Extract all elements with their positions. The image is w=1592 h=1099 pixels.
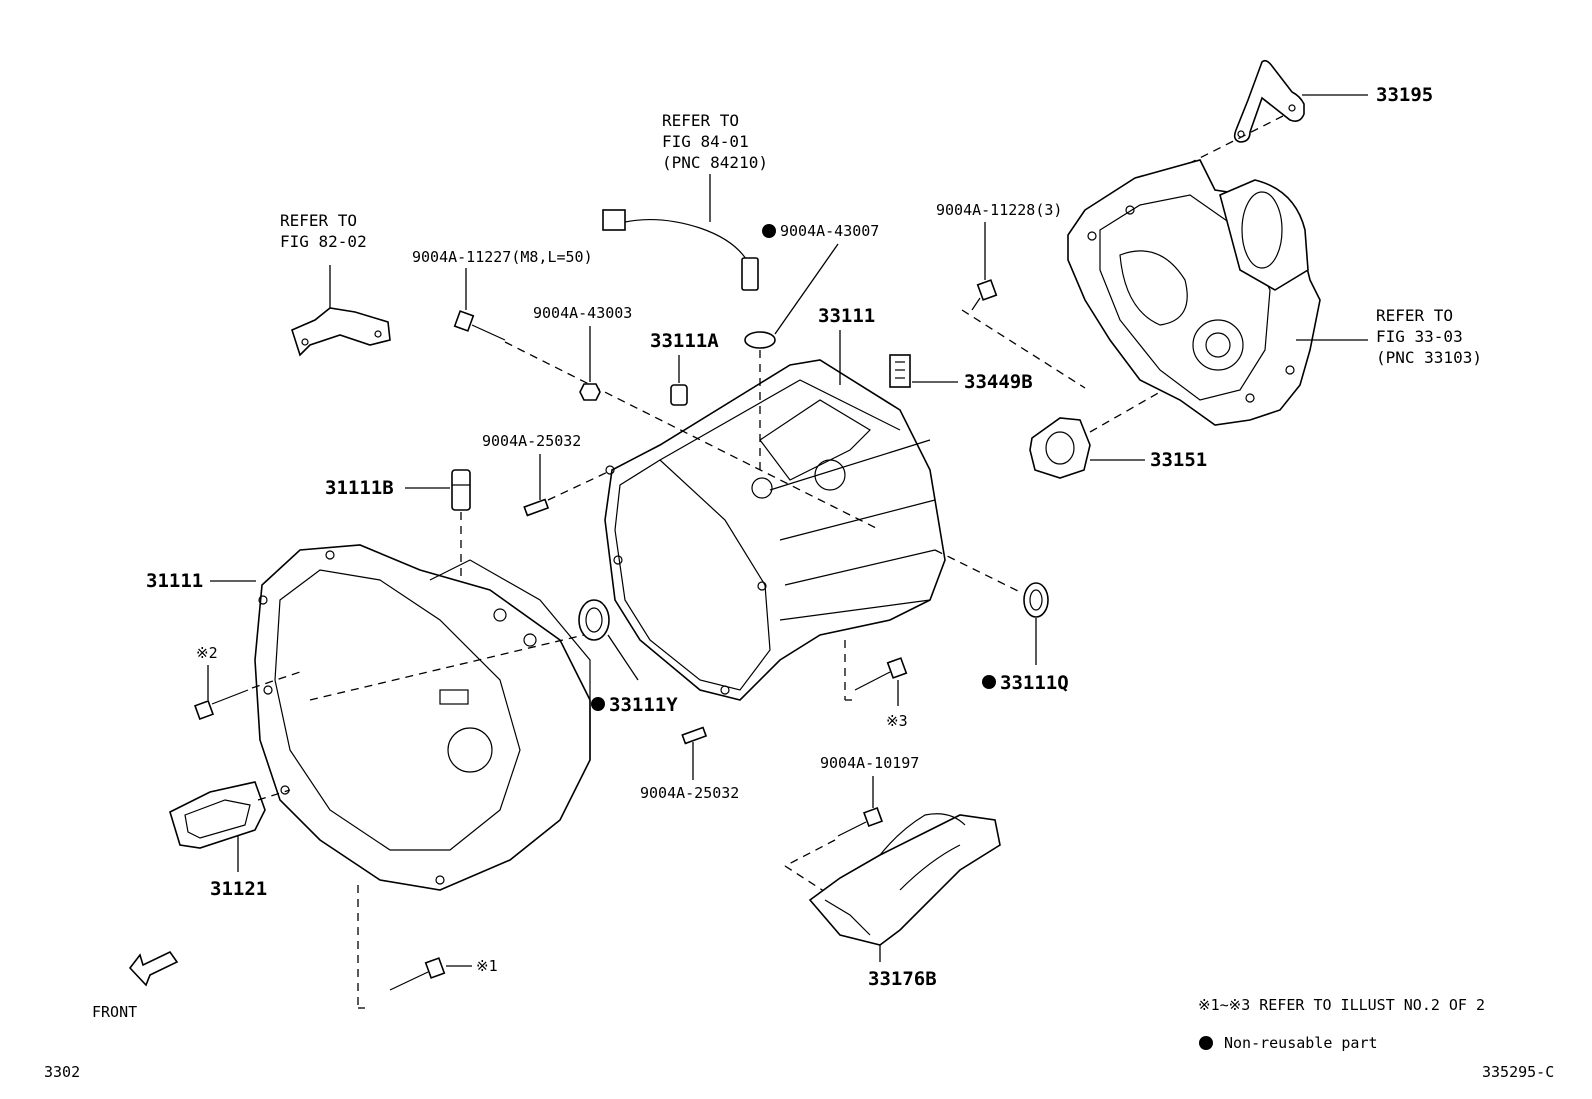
part-31111B-plug [451, 469, 471, 511]
part-33111-transmission-case [604, 359, 946, 701]
label-33151: 33151 [1150, 449, 1207, 471]
part-33449B [889, 354, 911, 388]
footer-right-code: 335295-C [1482, 1063, 1554, 1081]
extension-housing [1067, 159, 1321, 426]
label-31121: 31121 [210, 878, 267, 900]
bolt-note-1 [389, 957, 446, 991]
part-33176B-cover [808, 813, 1001, 946]
non-reusable-dot-33111Y [591, 697, 605, 711]
ref-84210-line2: FIG 84-01 [662, 132, 749, 151]
nut-9004A-43003 [579, 383, 601, 401]
label-9004A-10197: 9004A-10197 [820, 754, 919, 772]
bolt-9004A-11227 [453, 310, 506, 341]
part-31111-clutch-housing [254, 544, 591, 891]
front-label: FRONT [92, 1003, 137, 1021]
label-9004A-11227: 9004A-11227(M8,L=50) [412, 248, 593, 266]
label-9004A-43003: 9004A-43003 [533, 304, 632, 322]
label-33111Y: 33111Y [609, 694, 678, 716]
label-33111Q: 33111Q [1000, 672, 1069, 694]
ref-84210-line1: REFER TO [662, 111, 739, 130]
non-reusable-dot-33111Q [982, 675, 996, 689]
label-33111A: 33111A [650, 330, 719, 352]
label-31111B: 31111B [325, 477, 394, 499]
label-9004A-25032-top: 9004A-25032 [482, 432, 581, 450]
bolt-note-2 [194, 689, 249, 720]
part-33111Q-seal [1023, 582, 1049, 618]
legend-dot [1199, 1036, 1213, 1050]
ref-33103-line2: FIG 33-03 [1376, 327, 1463, 346]
note-1: ※1 [476, 957, 498, 975]
label-9004A-43007: 9004A-43007 [780, 222, 879, 240]
label-31111: 31111 [146, 570, 203, 592]
label-9004A-25032-bottom: 9004A-25032 [640, 784, 739, 802]
footer-left-code: 3302 [44, 1063, 80, 1081]
bolt-9004A-11228 [971, 279, 998, 311]
legend-non-reusable: Non-reusable part [1224, 1034, 1378, 1052]
ref-33103-line1: REFER TO [1376, 306, 1453, 325]
label-33111: 33111 [818, 305, 875, 327]
label-9004A-11228: 9004A-11228(3) [936, 201, 1062, 219]
ref-33103-line3: (PNC 33103) [1376, 348, 1482, 367]
bolt-9004A-10197 [837, 807, 883, 837]
label-33195: 33195 [1376, 84, 1433, 106]
part-33111Y-seal [578, 599, 610, 641]
non-reusable-dot-43007 [762, 224, 776, 238]
label-33176B: 33176B [868, 968, 937, 990]
ref-84210-line3: (PNC 84210) [662, 153, 768, 172]
part-33151-gasket [1029, 417, 1091, 479]
part-31121-boot [169, 781, 266, 849]
switch-harness [602, 209, 776, 349]
note-3: ※3 [886, 712, 908, 730]
legend-refer-note: ※1∼※3 REFER TO ILLUST NO.2 OF 2 [1198, 996, 1485, 1014]
front-arrow-icon [128, 950, 179, 987]
label-33449B: 33449B [964, 371, 1033, 393]
pin-9004A-25032-bottom [681, 726, 708, 745]
ref-82-line1: REFER TO [280, 211, 357, 230]
part-33111A-plug [670, 384, 688, 406]
bracket-fig-82 [291, 307, 391, 357]
note-2: ※2 [196, 644, 218, 662]
pin-9004A-25032-top [523, 498, 550, 517]
part-33195-bracket [1233, 59, 1305, 143]
bolt-note-3 [854, 657, 908, 691]
ref-82-line2: FIG 82-02 [280, 232, 367, 251]
